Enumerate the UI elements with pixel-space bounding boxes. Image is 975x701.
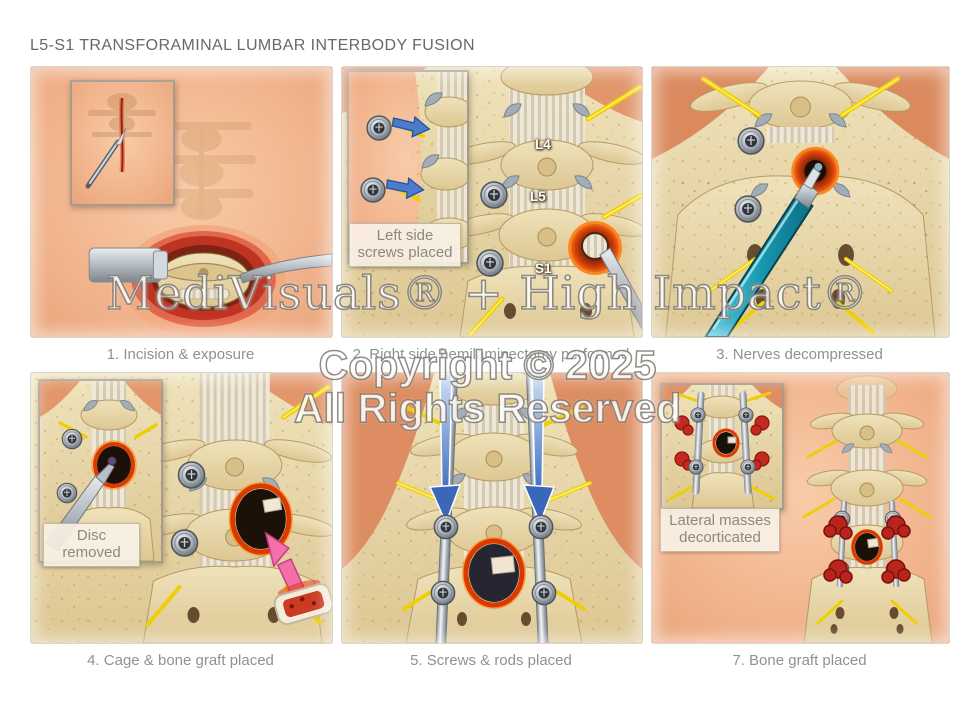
pedicle-screw	[360, 177, 386, 203]
panel-2-hemilaminectomy: L4 L5 S1	[341, 66, 643, 363]
panel-2-art: L4 L5 S1	[341, 66, 643, 338]
rod-screw	[690, 407, 706, 423]
pedicle-screw	[737, 127, 765, 155]
interbody-cage	[273, 579, 332, 626]
hemilaminectomy-defect	[567, 220, 623, 276]
page-title: L5-S1 TRANSFORAMINAL LUMBAR INTERBODY FU…	[30, 36, 475, 54]
lateral-masses-label: Lateral masses decorticated	[660, 508, 780, 552]
retractor	[88, 247, 168, 283]
decorticated-masses	[674, 415, 770, 471]
cage-in-disc-space	[462, 537, 526, 609]
panel-6-caption: 7. Bone graft placed	[732, 652, 867, 669]
cage-site	[712, 428, 740, 458]
panel-5-caption: 5. Screws & rods placed	[410, 652, 572, 669]
panel-5-screws-rods: 5. Screws & rods placed	[341, 372, 643, 669]
rod-screw	[688, 459, 704, 475]
panel-6-art: Lateral masses decorticated	[651, 372, 950, 644]
pedicle-screw	[480, 181, 508, 209]
pedicle-screw	[56, 482, 78, 504]
disc-space-cavity	[228, 482, 293, 556]
panel-4-cage-graft: Disc removed 4. Cage & bone graft placed	[30, 372, 333, 669]
pedicle-screw	[734, 195, 762, 223]
elevator-instrument	[239, 253, 332, 284]
panel-1-art	[30, 66, 333, 338]
pedicle-screw	[476, 249, 504, 277]
rod-screw	[738, 407, 754, 423]
left-side-screws-label: Left side screws placed	[349, 223, 461, 267]
panel-4-art: Disc removed	[30, 372, 333, 644]
blue-down-arrow-icon	[428, 373, 462, 525]
pedicle-screw	[61, 428, 83, 450]
panel-1-caption: 1. Incision & exposure	[106, 346, 255, 363]
vertebra-label-S1: S1	[535, 261, 552, 276]
incision-inset	[70, 80, 175, 206]
rod-screw	[528, 514, 554, 540]
panel-3-nerves-decompressed: 3. Nerves decompressed	[651, 66, 950, 363]
rod-screw	[433, 514, 459, 540]
panel-2-caption: 2. Right side hemilaminectomy performed	[352, 346, 630, 363]
cage-site	[851, 529, 883, 565]
panel-3-caption: 3. Nerves decompressed	[716, 346, 883, 363]
nerve-decompression-illustration	[652, 67, 949, 337]
surgical-instrument	[599, 247, 642, 331]
incision-exposure-illustration	[31, 67, 332, 337]
kerrison-rongeur	[704, 167, 821, 337]
blue-down-arrow-icon	[522, 373, 556, 525]
rod-screw	[740, 459, 756, 475]
panel-3-art	[651, 66, 950, 338]
panel-1-incision-exposure: 1. Incision & exposure	[30, 66, 333, 363]
panel-5-art	[341, 372, 643, 644]
vertebra-label-L4: L4	[535, 137, 551, 152]
decortication-illustration	[662, 385, 782, 508]
disc-removed-label: Disc removed	[43, 523, 140, 567]
vertebra-label-L5: L5	[530, 189, 546, 204]
vertebra-L4	[410, 432, 578, 482]
rod-screw	[531, 580, 557, 606]
faint-spine	[147, 122, 256, 220]
incision-inset-illustration	[72, 82, 173, 204]
sacrum	[459, 265, 635, 337]
panel-6-bone-graft: Lateral masses decorticated 7. Bone graf…	[651, 372, 950, 669]
pedicle-screw	[366, 115, 392, 141]
scalpel	[85, 127, 127, 189]
screws-rods-illustration	[342, 373, 642, 643]
pedicle-screw	[170, 529, 199, 557]
sacrum	[142, 565, 323, 643]
lateral-masses-inset	[660, 383, 784, 510]
sacrum	[803, 567, 933, 643]
vertebra-upper	[809, 412, 925, 449]
vertebra-L5	[806, 469, 928, 507]
rod-screw	[430, 580, 456, 606]
bone-graft-masses	[823, 515, 911, 584]
pedicle-screw	[177, 461, 206, 489]
panel-4-caption: 4. Cage & bone graft placed	[87, 652, 274, 669]
